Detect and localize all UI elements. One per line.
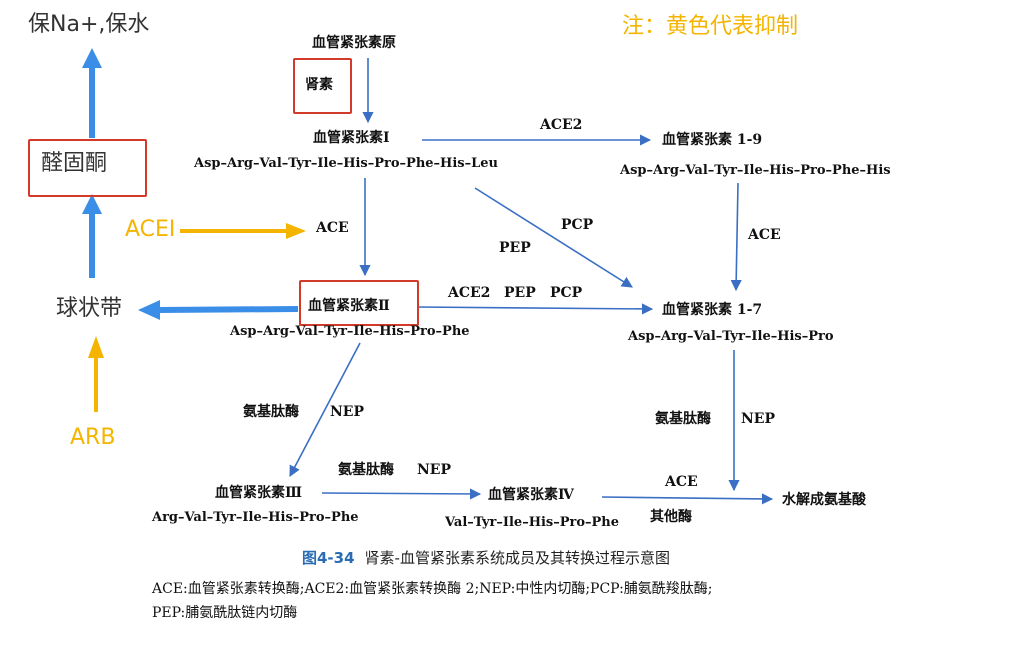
enzyme-nep-mid: NEP xyxy=(417,462,451,478)
yellow-arrow-arb-to-zona xyxy=(88,336,104,412)
enzyme-ace-left: ACE xyxy=(316,220,349,236)
enzyme-pcp-mid: PCP xyxy=(550,285,583,301)
enzyme-ace-right: ACE xyxy=(748,227,781,243)
arrow-ang2-to-ang3 xyxy=(289,342,361,477)
enzyme-aminopeptidase-mid: 氨基肽酶 xyxy=(338,462,394,478)
enzyme-ace2-top: ACE2 xyxy=(540,117,583,133)
blue-arrow-ang2-to-zona xyxy=(138,300,299,320)
ang2-label: 血管紧张素Ⅱ xyxy=(308,298,390,314)
ang1-label: 血管紧张素Ⅰ xyxy=(313,130,390,146)
enzyme-other: 其他酶 xyxy=(650,509,692,525)
enzyme-nep-right: NEP xyxy=(741,411,775,427)
enzyme-nep-left: NEP xyxy=(330,404,364,420)
renin-label: 肾素 xyxy=(305,77,333,93)
blue-arrow-zona-to-aldosterone xyxy=(82,194,102,278)
enzyme-aminopeptidase-right: 氨基肽酶 xyxy=(655,411,711,427)
side-effect-label: 保Na+,保水 xyxy=(28,12,150,37)
ang1-sequence: Asp–Arg–Val–Tyr–Ile–His–Pro–Phe–His–Leu xyxy=(194,156,498,171)
enzyme-pep-mid: PEP xyxy=(504,285,536,301)
arb-label: ARB xyxy=(70,425,116,450)
arrow-ang1-to-ang17 xyxy=(474,187,633,288)
angiotensinogen-label: 血管紧张素原 xyxy=(312,35,396,51)
aldosterone-label: 醛固酮 xyxy=(41,151,108,176)
enzyme-aminopeptidase-left: 氨基肽酶 xyxy=(243,404,299,420)
ang17-label: 血管紧张素 1-7 xyxy=(662,302,763,318)
enzyme-ace2-mid: ACE2 xyxy=(448,285,491,301)
amino-acids-label: 水解成氨基酸 xyxy=(782,492,866,508)
arrow-ang2-to-ang17 xyxy=(417,303,654,315)
enzyme-ace-bottom: ACE xyxy=(665,474,698,490)
ang2-highlight-box xyxy=(299,280,419,326)
ang3-label: 血管紧张素Ⅲ xyxy=(215,485,303,501)
ang19-sequence: Asp–Arg–Val–Tyr–Ile–His–Pro–Phe–His xyxy=(620,163,891,178)
ang4-label: 血管紧张素Ⅳ xyxy=(488,487,574,503)
enzyme-pep-diag: PEP xyxy=(499,240,531,256)
arrow-ang4-to-amino xyxy=(601,493,774,505)
legend-line-2: PEP:脯氨酰肽链内切酶 xyxy=(152,605,298,621)
ang19-label: 血管紧张素 1-9 xyxy=(662,132,763,148)
ang4-sequence: Val–Tyr–Ile–His–Pro–Phe xyxy=(445,515,620,530)
yellow-arrow-acei-to-ace xyxy=(180,223,306,239)
renin-highlight-box xyxy=(293,58,352,114)
note-yellow-inhibition: 注：黄色代表抑制 xyxy=(622,14,799,39)
enzyme-pcp-diag: PCP xyxy=(561,217,594,233)
figure-title: 肾素-血管紧张素系统成员及其转换过程示意图 xyxy=(364,549,670,567)
figure-caption: 图4-34 肾素-血管紧张素系统成员及其转换过程示意图 xyxy=(302,551,670,566)
legend-line-1: ACE:血管紧张素转换酶;ACE2:血管紧张素转换酶 2;NEP:中性内切酶;P… xyxy=(152,581,713,597)
acei-label: ACEI xyxy=(125,217,176,242)
aldosterone-highlight-box xyxy=(28,139,147,197)
arrow-ang19-to-ang17 xyxy=(730,182,742,292)
ang3-sequence: Arg–Val–Tyr–Ile–His–Pro–Phe xyxy=(152,510,359,525)
zona-glomerulosa-label: 球状带 xyxy=(56,296,123,321)
blue-arrow-aldosterone-to-top xyxy=(82,48,102,138)
arrow-ang3-to-ang4 xyxy=(321,488,482,500)
figure-number: 图4-34 xyxy=(302,549,355,567)
ang17-sequence: Asp–Arg–Val–Tyr–Ile–His–Pro xyxy=(628,329,834,344)
ang2-sequence: Asp–Arg–Val–Tyr–Ile–His–Pro–Phe xyxy=(230,324,470,339)
